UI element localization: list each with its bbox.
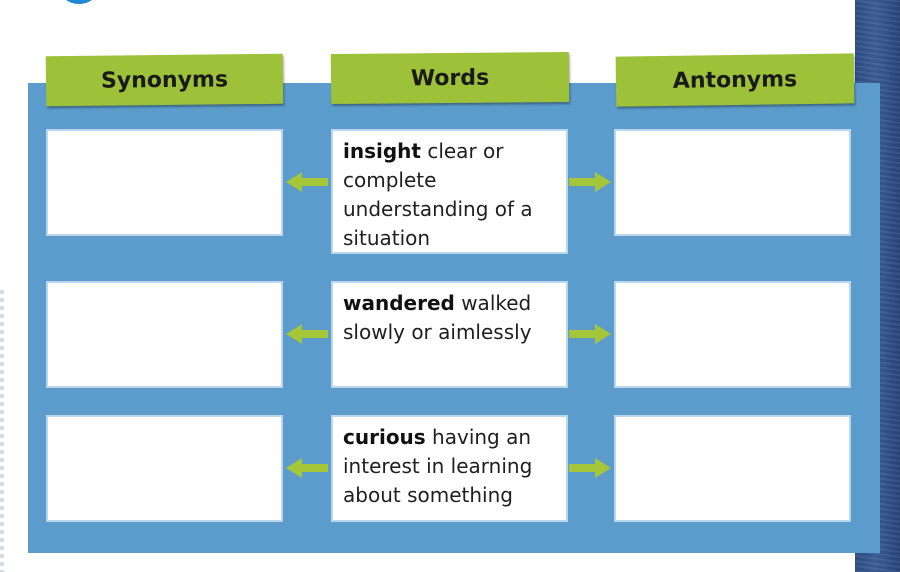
synonym-answer-box-2[interactable]: [46, 281, 283, 388]
words-header: Words: [330, 51, 570, 105]
left-arrow-icon-3: [286, 458, 328, 478]
word-definition-2: walked slowly or aimlessly: [343, 291, 532, 344]
antonym-answer-box-2[interactable]: [614, 281, 851, 388]
word-definition-1: clear or complete understanding of a sit…: [343, 139, 533, 250]
antonyms-header: Antonyms: [615, 53, 855, 107]
right-arrow-icon-2: [569, 324, 611, 344]
antonym-answer-box-3[interactable]: [614, 415, 851, 522]
left-arrow-icon-2: [286, 324, 328, 344]
word-term-2: wandered: [343, 291, 455, 315]
word-term-1: insight: [343, 139, 421, 163]
antonym-answer-box-1[interactable]: [614, 129, 851, 236]
word-card-3: curious having an interest in learning a…: [331, 415, 568, 522]
copyright-margin-text: [0, 290, 4, 572]
section-number-circle: [60, 0, 98, 4]
antonyms-header-label: Antonyms: [672, 66, 798, 94]
synonyms-header: Synonyms: [45, 53, 284, 107]
right-arrow-icon-3: [569, 458, 611, 478]
words-header-label: Words: [410, 65, 490, 91]
right-arrow-icon-1: [569, 172, 611, 192]
word-card-1: insight clear or complete understanding …: [331, 129, 568, 254]
word-definition-3: having an interest in learning about som…: [343, 425, 533, 507]
synonym-answer-box-1[interactable]: [46, 129, 283, 236]
word-term-3: curious: [343, 425, 426, 449]
synonym-answer-box-3[interactable]: [46, 415, 283, 522]
synonyms-header-label: Synonyms: [100, 66, 229, 94]
word-card-2: wandered walked slowly or aimlessly: [331, 281, 568, 388]
left-arrow-icon-1: [286, 172, 328, 192]
